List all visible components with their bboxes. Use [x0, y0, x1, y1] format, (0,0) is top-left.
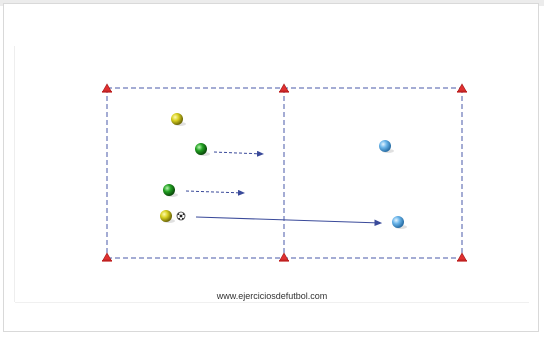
movement-arrows: [185, 150, 383, 227]
run-arrow-2: [185, 189, 245, 196]
website-caption: www.ejerciciosdefutbol.com: [216, 291, 328, 301]
cone-icon: [457, 83, 467, 93]
field-lines: [106, 87, 463, 259]
blue-player-icon: [379, 140, 391, 152]
green-player-icon: [163, 184, 175, 196]
cones: [102, 83, 467, 262]
pass-arrow: [195, 216, 383, 227]
cone-icon: [279, 252, 289, 262]
yellow-player-icon: [171, 113, 183, 125]
run-arrow-1: [213, 150, 264, 157]
diagram-panel: [15, 46, 529, 302]
cone-icon: [102, 252, 112, 262]
soccer-ball-icon: [176, 211, 186, 221]
yellow-player-icon: [160, 210, 172, 222]
cone-icon: [279, 83, 289, 93]
cone-icon: [457, 252, 467, 262]
green-player-icon: [195, 143, 207, 155]
blue-player-icon: [392, 216, 404, 228]
cone-icon: [102, 83, 112, 93]
players: [160, 113, 407, 229]
